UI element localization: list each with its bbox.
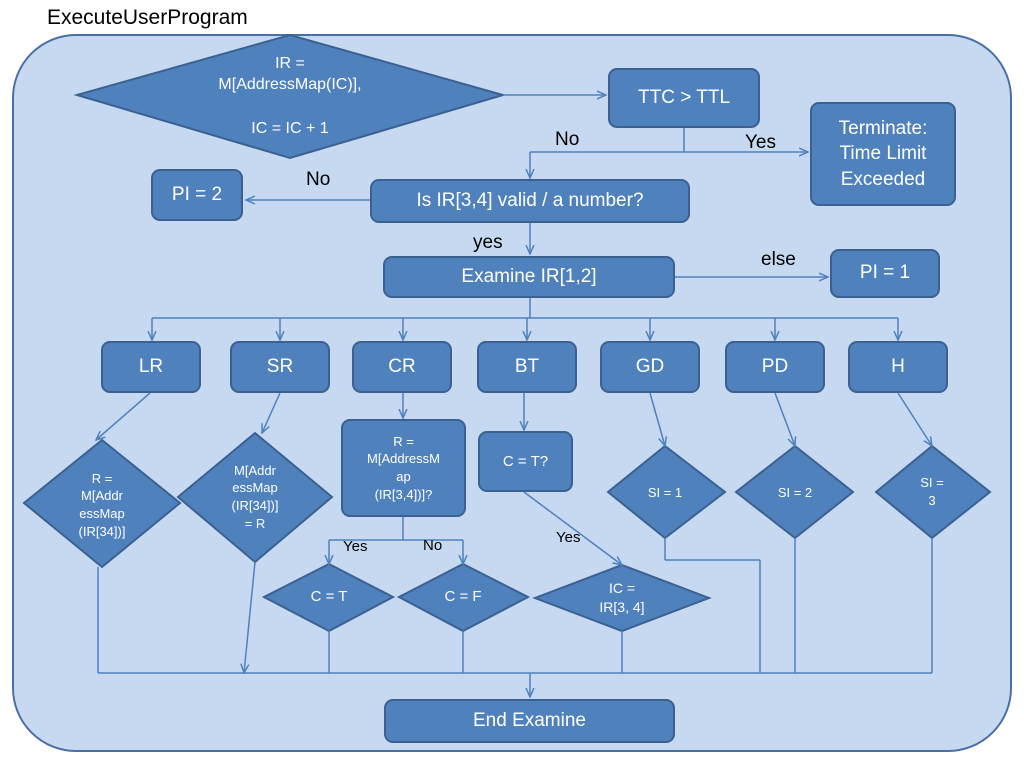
end-examine-box: End Examine xyxy=(384,699,675,743)
gd-box: GD xyxy=(600,341,700,393)
sr-box: SR xyxy=(230,341,330,393)
cr-box: CR xyxy=(352,341,452,393)
ic-set-text: IC = IR[3, 4] xyxy=(599,580,645,615)
lr-box: LR xyxy=(101,341,201,393)
cr-yes-label: Yes xyxy=(343,538,368,555)
terminate-box: Terminate: Time Limit Exceeded xyxy=(810,102,956,206)
else-label: else xyxy=(761,249,796,270)
sr-action-text: M[Addr essMap (IR[34])] = R xyxy=(231,462,279,531)
bt-box: BT xyxy=(477,341,577,393)
cr-check-box: R = M[AddressM ap (IR[3,4])]? xyxy=(341,419,466,517)
pd-action-text: SI = 2 xyxy=(777,485,813,501)
h-action-text: SI = 3 xyxy=(920,475,944,508)
h-box: H xyxy=(848,341,948,393)
fetch-text: IR = M[AddressMap(IC)], IC = IC + 1 xyxy=(218,54,362,137)
diagram-title: ExecuteUserProgram xyxy=(47,6,248,29)
lr-action-text: R = M[Addr essMap (IR[34])] xyxy=(78,470,126,539)
cr-no-label: No xyxy=(423,537,443,554)
bt-yes-label: Yes xyxy=(556,529,581,546)
lr-action-diamond xyxy=(22,438,182,569)
ct-text: C = T xyxy=(310,587,348,605)
pi1-box: PI = 1 xyxy=(830,249,940,298)
ttc-check-box: TTC > TTL xyxy=(608,68,760,128)
pi2-box: PI = 2 xyxy=(151,169,243,221)
examine-box: Examine IR[1,2] xyxy=(383,256,675,298)
valid-no-label: No xyxy=(306,169,331,190)
ttc-no-label: No xyxy=(555,129,580,150)
bt-check-box: C = T? xyxy=(478,431,573,492)
gd-action-text: SI = 1 xyxy=(647,485,683,501)
valid-yes-label: yes xyxy=(473,232,503,253)
valid-check-box: Is IR[3,4] valid / a number? xyxy=(370,179,690,223)
cf-text: C = F xyxy=(444,587,482,605)
ttc-yes-label: Yes xyxy=(745,132,776,153)
pd-box: PD xyxy=(725,341,825,393)
